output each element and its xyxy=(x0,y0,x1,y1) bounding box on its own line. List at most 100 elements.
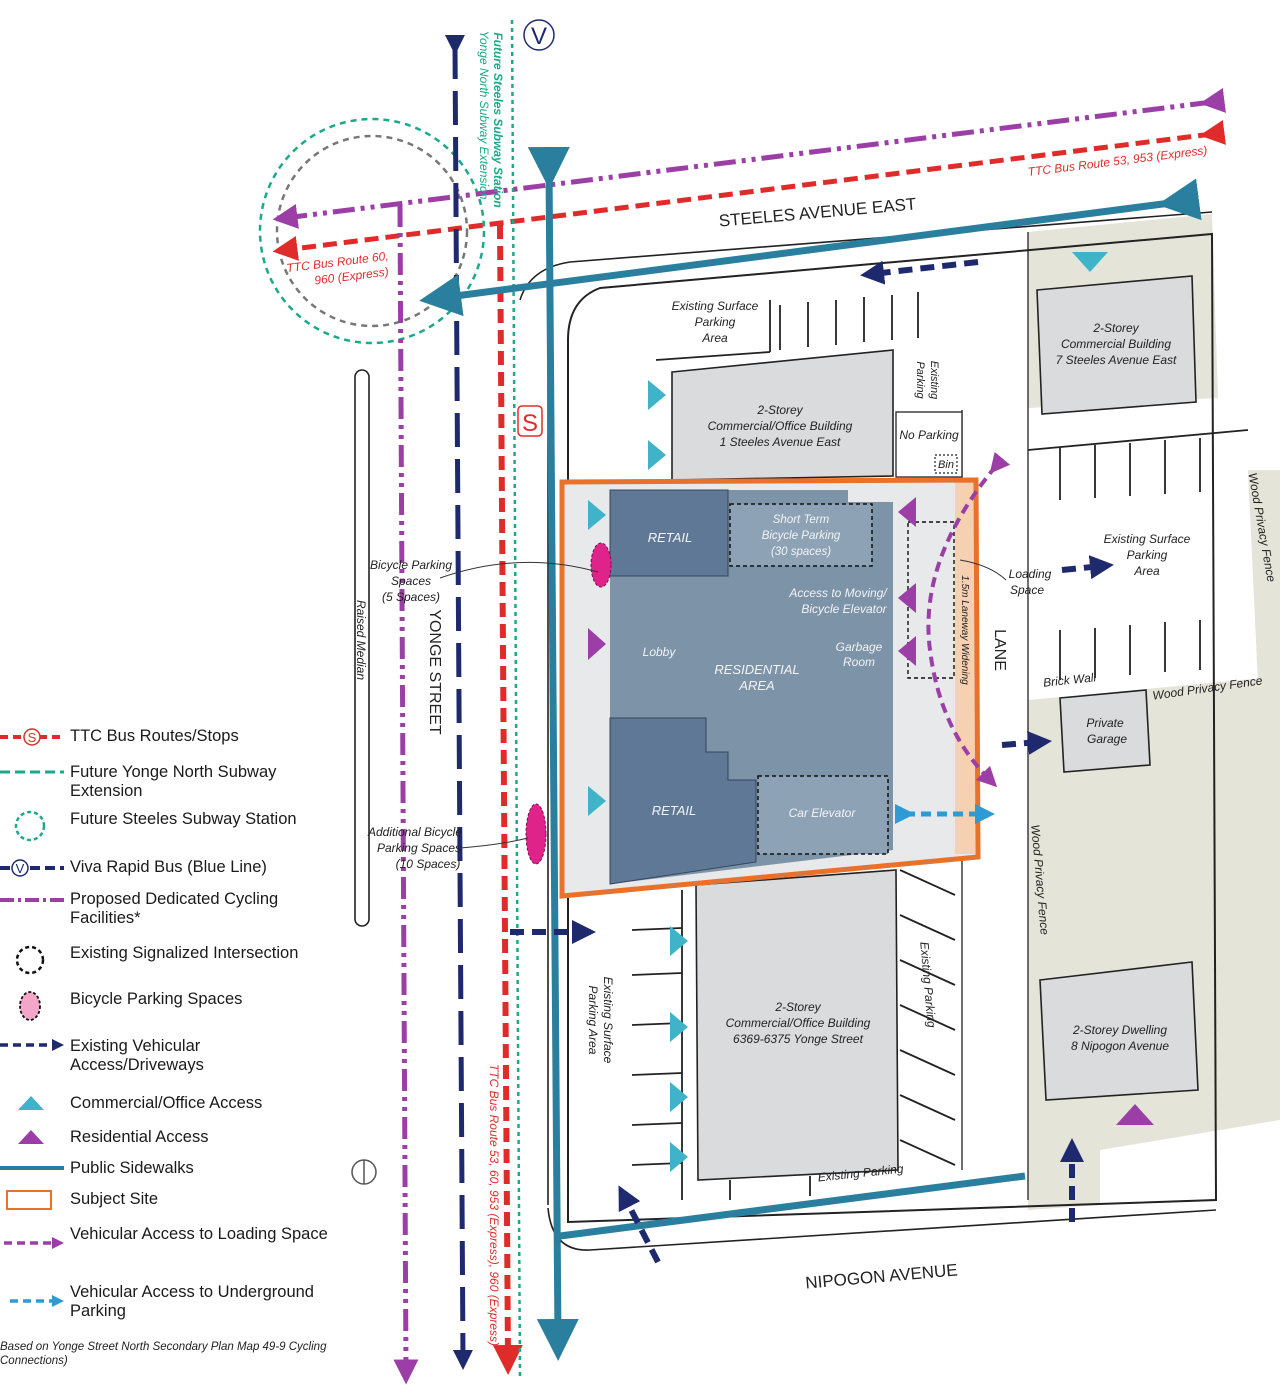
cycling-line-icon xyxy=(0,898,64,902)
label-residential-2: AREA xyxy=(738,678,774,693)
street-yonge: YONGE STREET xyxy=(426,609,443,735)
label-existing-parking-e: Existing Parking xyxy=(917,941,938,1028)
label-bike-10-1: Additional Bicycle xyxy=(367,825,462,839)
label-moving-elevator: Access to Moving/ Bicycle Elevator xyxy=(788,586,888,616)
label-retail-bottom: RETAIL xyxy=(652,803,697,818)
loading-access-arrow xyxy=(926,451,1011,788)
parking-stalls-ne xyxy=(1027,429,1249,680)
ttc-route-north-south xyxy=(492,224,523,1375)
label-building-north: 2-Storey Commercial/Office Building 1 St… xyxy=(708,403,853,449)
label-loading-space-1: Loading xyxy=(1009,567,1052,581)
svg-text:S: S xyxy=(28,730,37,745)
label-short-term-bike-1: Short Term xyxy=(773,514,830,526)
label-existing-parking-n: Existing Parking xyxy=(914,361,940,400)
label-surface-parking-nw-1: Existing Surface xyxy=(672,299,759,313)
label-residential: RESIDENTIAL AREA xyxy=(714,662,799,693)
legend-label-subway-station: Future Steeles Subway Station xyxy=(70,810,297,828)
leader-line-loading xyxy=(959,559,1007,581)
bicycle-parking-10 xyxy=(525,803,547,865)
label-surface-parking-sw-2: Parking Area xyxy=(586,986,600,1055)
legend-label-signal: Existing Signalized Intersection xyxy=(70,944,299,962)
label-existing-parking-n-1: Existing xyxy=(928,361,940,400)
driveway-arrow-icon xyxy=(0,1039,64,1051)
viva-symbol-circle xyxy=(523,19,555,51)
label-moving-elevator-2: Bicycle Elevator xyxy=(801,602,887,616)
label-ttc-vertical: TTC Bus Route 53, 60, 953 (Express), 960… xyxy=(487,1064,501,1346)
loading-arrow-icon xyxy=(4,1237,64,1249)
street-lane: LANE xyxy=(991,629,1008,671)
legend-label-viva: Viva Rapid Bus (Blue Line) xyxy=(70,858,267,876)
parking-stalls-e xyxy=(729,869,956,1200)
legend-label-bike-parking: Bicycle Parking Spaces xyxy=(70,990,243,1008)
label-surface-parking-ne-3: Area xyxy=(1133,564,1160,578)
bus-stop-icon: S xyxy=(0,728,64,746)
bus-stop-marker xyxy=(517,405,543,437)
label-building-north-3: 1 Steeles Avenue East xyxy=(720,435,841,449)
label-building-south-3: 6369-6375 Yonge Street xyxy=(733,1032,864,1046)
leader-line-10 xyxy=(459,837,529,849)
label-loading-space: Loading Space xyxy=(1009,567,1052,597)
legend-label-underground: Vehicular Access to Underground Parking xyxy=(70,1283,314,1320)
label-bike-10-3: (10 Spaces) xyxy=(396,857,461,871)
label-bike-5: Bicycle Parking Spaces (5 Spaces) xyxy=(370,558,452,604)
label-building-north-2: Commercial/Office Building xyxy=(708,419,853,433)
subway-station-icon xyxy=(14,810,46,842)
label-building-ne-2: Commercial Building xyxy=(1061,337,1171,351)
legend-item-viva: V Viva Rapid Bus (Blue Line) xyxy=(0,858,330,898)
label-brick-wall: Brick Wall xyxy=(1042,670,1097,690)
label-garbage: Garbage Room xyxy=(836,640,883,669)
label-building-ne-3: 7 Steeles Avenue East xyxy=(1056,353,1177,367)
label-bike-5-1: Bicycle Parking xyxy=(370,558,452,572)
sidewalk-nipogon xyxy=(559,1172,1026,1240)
label-private-garage-1: Private xyxy=(1086,716,1124,730)
legend-item-underground: Vehicular Access to Underground Parking xyxy=(0,1283,330,1323)
label-dwelling-2: 8 Nipogon Avenue xyxy=(1071,1039,1169,1053)
label-bin: Bin xyxy=(938,459,954,471)
viva-symbol-letter: V xyxy=(531,23,547,50)
cycling-route-north-south xyxy=(393,204,419,1385)
label-surface-parking-nw-3: Area xyxy=(701,331,728,345)
legend-item-ttc: S TTC Bus Routes/Stops xyxy=(0,727,330,767)
label-private-garage: Private Garage xyxy=(1086,716,1127,746)
label-dwelling: 2-Storey Dwelling 8 Nipogon Avenue xyxy=(1071,1023,1169,1053)
label-short-term-bike-3: (30 spaces) xyxy=(771,546,831,558)
residential-access-triangles xyxy=(588,497,1154,1125)
building-south xyxy=(695,869,899,1181)
label-surface-parking-ne-2: Parking xyxy=(1127,548,1168,562)
legend-item-commercial: Commercial/Office Access xyxy=(0,1094,330,1134)
legend-item-signal: Existing Signalized Intersection xyxy=(0,944,330,984)
label-retail-top: RETAIL xyxy=(648,530,693,545)
viva-bus-icon: V xyxy=(0,859,64,877)
label-no-parking: No Parking xyxy=(899,428,959,442)
label-surface-parking-ne: Existing Surface Parking Area xyxy=(1104,532,1191,578)
label-surface-parking-nw-2: Parking xyxy=(695,315,736,329)
label-building-north-1: 2-Storey xyxy=(756,403,803,417)
legend-label-commercial: Commercial/Office Access xyxy=(70,1094,263,1112)
legend-label-ttc: TTC Bus Routes/Stops xyxy=(70,727,239,745)
label-bike-5-3: (5 Spaces) xyxy=(382,590,440,604)
neighbour-lot-far-e xyxy=(1248,470,1280,684)
driveway-arrows xyxy=(510,259,1114,1264)
label-ttc-top: TTC Bus Route 53, 953 (Express) xyxy=(1027,143,1208,179)
label-bike-10-2: Parking Spaces xyxy=(377,841,461,855)
sidewalk-line-icon xyxy=(0,1166,64,1170)
legend-item-subject-site: Subject Site xyxy=(0,1190,330,1230)
street-nipogon: NIPOGON AVENUE xyxy=(805,1260,959,1292)
label-car-elevator: Car Elevator xyxy=(789,806,857,820)
subway-extension-route xyxy=(510,19,522,1381)
label-lobby: Lobby xyxy=(643,645,677,659)
legend-label-residential: Residential Access xyxy=(70,1128,209,1146)
label-bike-10: Additional Bicycle Parking Spaces (10 Sp… xyxy=(367,825,462,871)
label-garbage-1: Garbage xyxy=(836,640,883,654)
legend-item-driveway: Existing Vehicular Access/Driveways xyxy=(0,1037,330,1077)
legend-item-loading: Vehicular Access to Loading Space xyxy=(0,1225,330,1265)
svg-text:V: V xyxy=(16,861,25,876)
legend-label-driveway: Existing Vehicular Access/Driveways xyxy=(70,1037,204,1074)
curb-line-south xyxy=(547,1207,1217,1251)
legend-item-cycling: Proposed Dedicated Cycling Facilities* xyxy=(0,890,330,930)
legend-label-loading: Vehicular Access to Loading Space xyxy=(70,1225,328,1243)
bicycle-parking-5 xyxy=(590,542,612,588)
label-building-south: 2-Storey Commercial/Office Building 6369… xyxy=(726,1000,871,1046)
legend: S TTC Bus Routes/Stops Future Yonge Nort… xyxy=(0,0,330,1385)
subway-line-icon xyxy=(0,770,64,774)
